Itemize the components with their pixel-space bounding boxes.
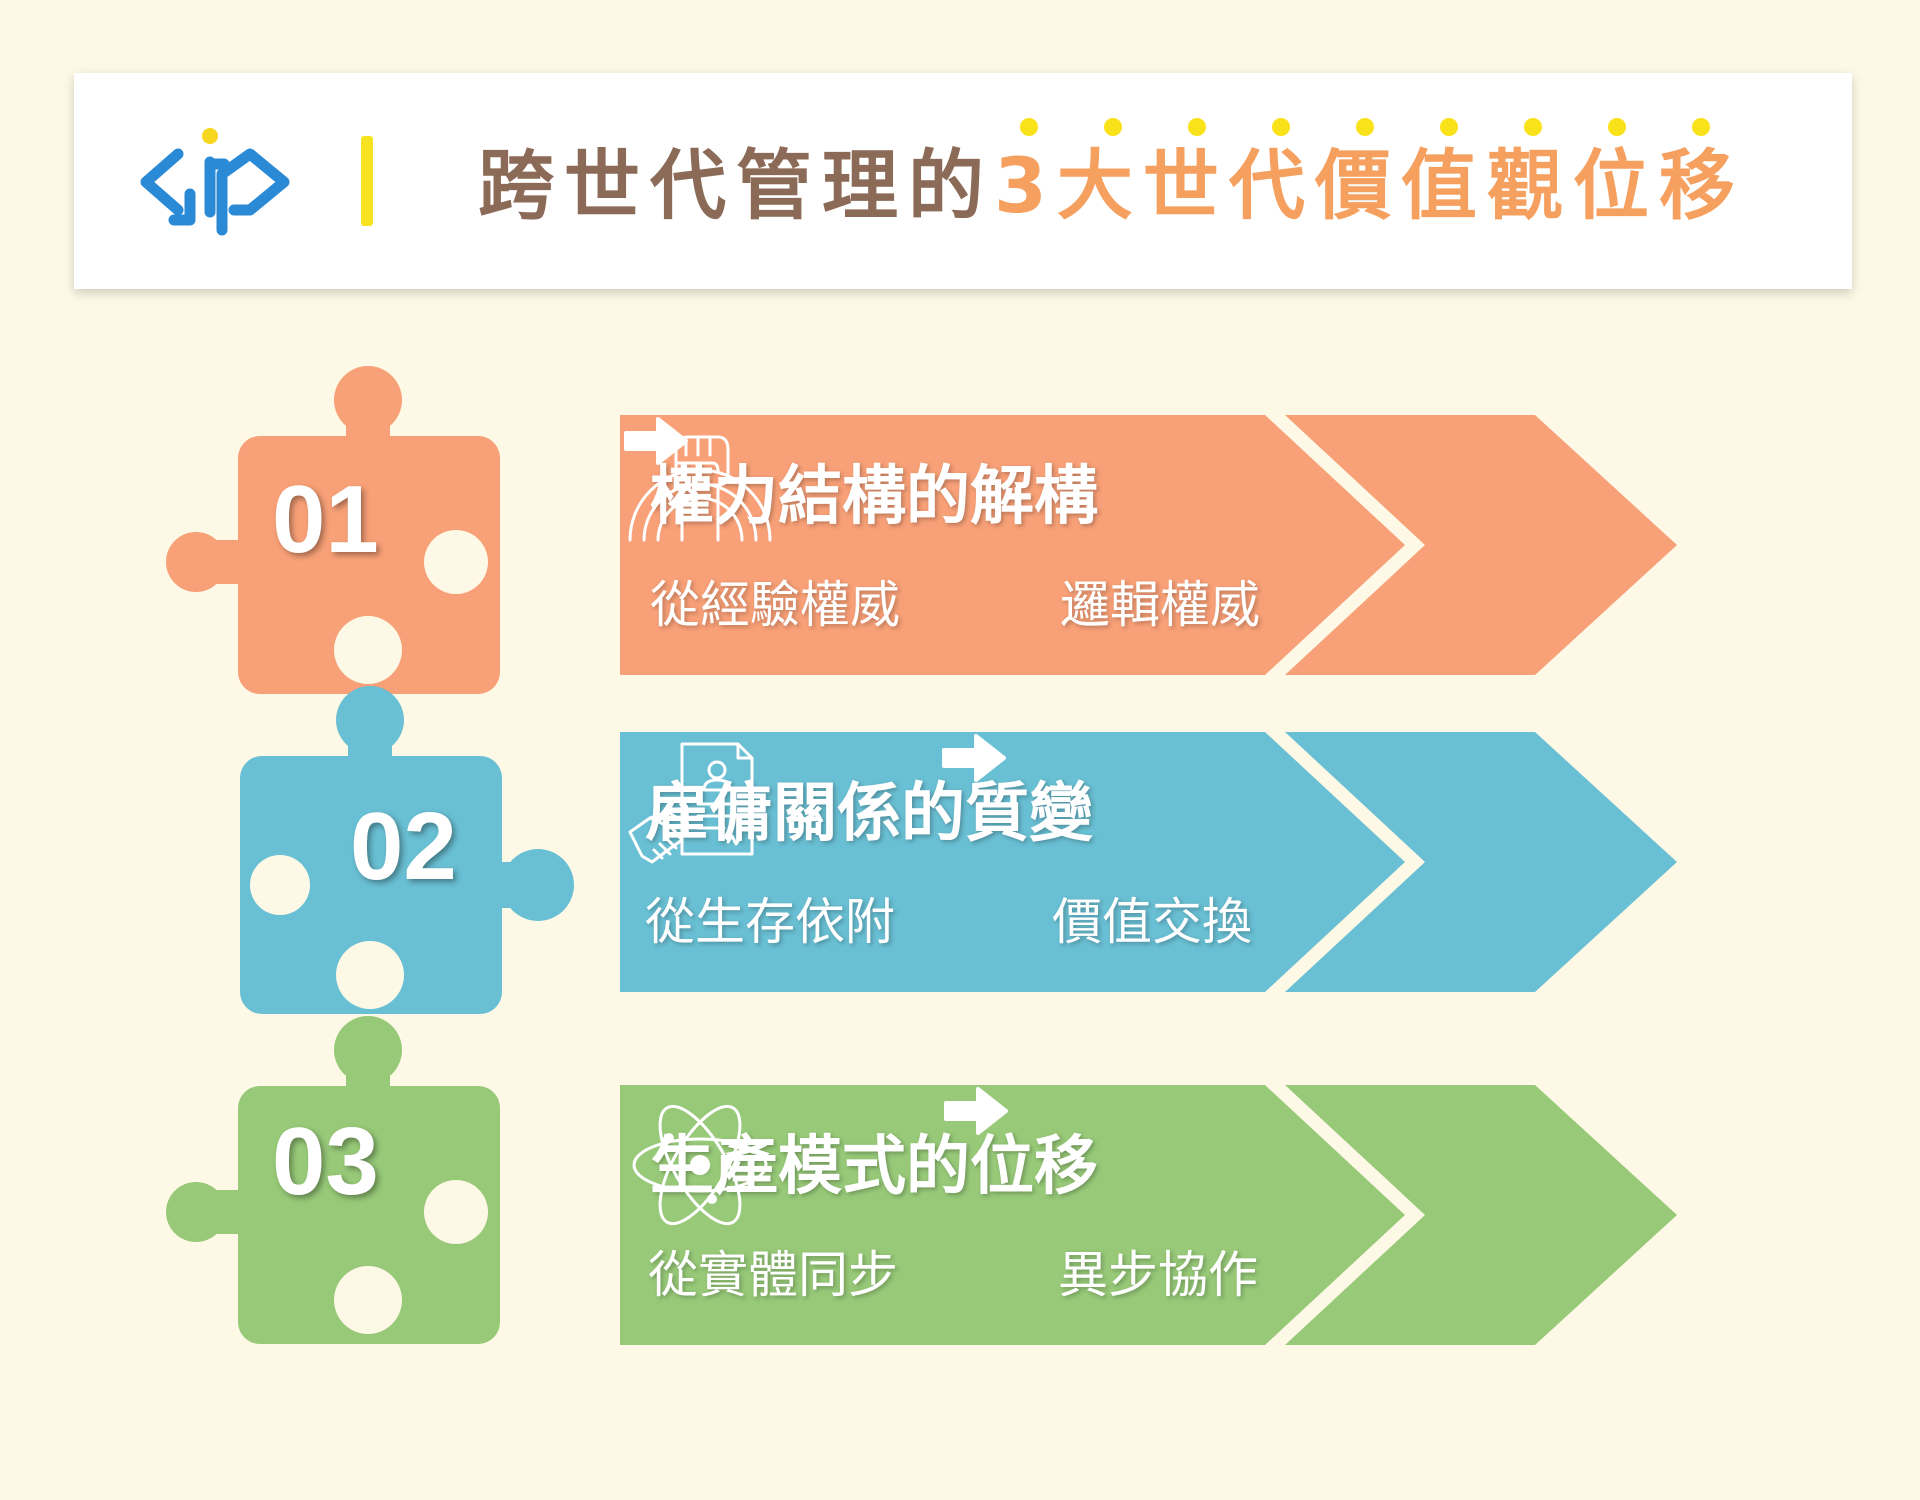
banner-shape [620, 415, 1677, 675]
puzzle-piece-02 [240, 686, 574, 1014]
banner-shape [620, 732, 1677, 992]
item-number-01: 01 [272, 466, 379, 573]
decoration-dot [1356, 118, 1374, 136]
puzzle-column [166, 366, 574, 1344]
title-decoration-dots [1000, 118, 1720, 140]
value-shift-card-03: 生產模式的位移 從實體同步 異步協作 [620, 1085, 1680, 1345]
decoration-dot [1020, 118, 1038, 136]
card-title: 生產模式的位移 [650, 1130, 1098, 1204]
dp-logo-icon[interactable] [138, 124, 298, 240]
banner-shape [620, 1085, 1677, 1345]
puzzle-piece-01 [166, 366, 500, 694]
decoration-dot [1104, 118, 1122, 136]
handshake-contract-icon [628, 742, 754, 864]
right-arrow-icon [624, 417, 688, 465]
decoration-dot [1608, 118, 1626, 136]
right-arrow-icon [942, 734, 1006, 782]
decoration-dot [1524, 118, 1542, 136]
value-shift-card-02: 雇傭關係的質變 從生存依附 價值交換 [620, 732, 1680, 992]
card-title: 權力結構的解構 [650, 460, 1098, 534]
raised-fist-rainbow-icon [628, 435, 772, 542]
puzzle-piece-03 [166, 1016, 500, 1344]
decoration-dot [1692, 118, 1710, 136]
decoration-dot [1188, 118, 1206, 136]
shift-to: 邏輯權威 [1060, 576, 1260, 634]
item-number-02: 02 [350, 793, 457, 900]
atom-icon [632, 1104, 768, 1226]
title-divider [361, 136, 373, 226]
shift-from: 從生存依附 [645, 893, 895, 951]
shift-from: 從經驗權威 [650, 576, 900, 634]
page-title: 跨世代管理的3大世代價值觀位移 [478, 136, 1745, 236]
title-highlight: 3大世代價值觀位移 [994, 141, 1745, 230]
item-number-03: 03 [272, 1108, 379, 1215]
decoration-dot [1272, 118, 1290, 136]
shift-to: 價值交換 [1052, 893, 1252, 951]
shift-from: 從實體同步 [648, 1246, 898, 1304]
decoration-dot [1440, 118, 1458, 136]
right-arrow-icon [944, 1087, 1008, 1135]
title-main: 跨世代管理的 [478, 141, 994, 230]
shift-to: 異步協作 [1058, 1246, 1258, 1304]
value-shift-card-01: 權力結構的解構 從經驗權威 邏輯權威 [620, 415, 1680, 675]
